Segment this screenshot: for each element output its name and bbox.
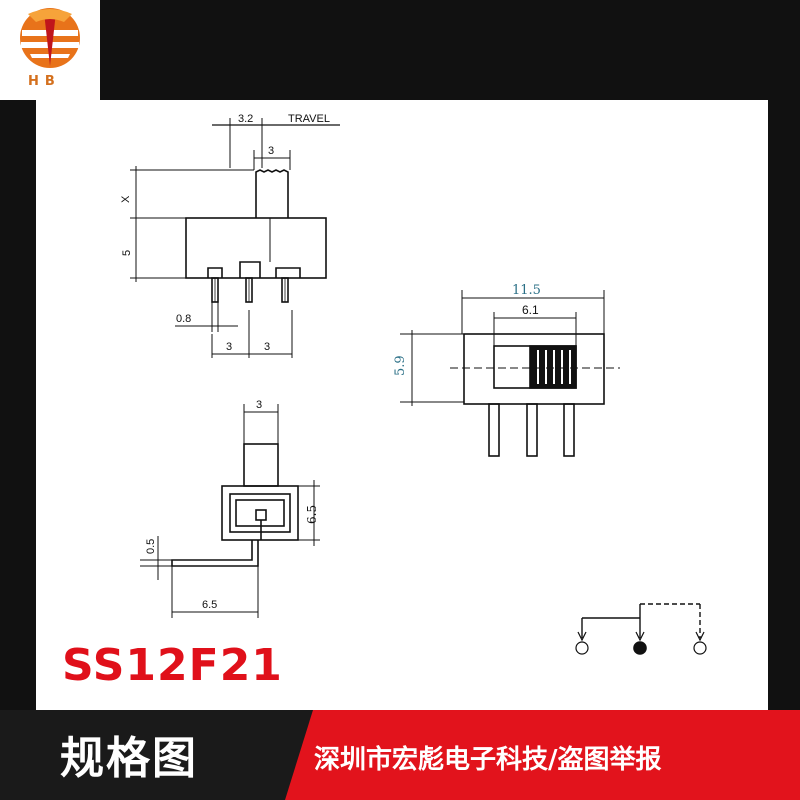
- drawing-canvas: 3.2 TRAVEL 3 X: [36, 100, 768, 710]
- brand-logo: HB: [0, 0, 100, 100]
- end-view: 3 6.5 0.5 6.5: [140, 399, 320, 618]
- travel-label: TRAVEL: [288, 113, 330, 125]
- side-view: 3.2 TRAVEL 3 X: [120, 113, 340, 358]
- knob-height-label: X: [120, 195, 132, 203]
- hb-logo-icon: [20, 8, 80, 68]
- pin-width-label: 0.8: [176, 313, 191, 325]
- end-knob-width-label: 3: [256, 399, 262, 411]
- top-frame: [0, 0, 800, 100]
- model-number: SS12F21: [62, 640, 283, 691]
- lead-length-label: 6.5: [202, 599, 217, 611]
- lead-thickness-label: 0.5: [145, 539, 157, 554]
- body-length-label: 11.5: [512, 283, 541, 298]
- technical-drawing: 3.2 TRAVEL 3 X: [120, 113, 707, 655]
- left-frame: [0, 0, 36, 710]
- body-width-label: 5.9: [393, 355, 408, 376]
- slot-length-label: 6.1: [522, 303, 539, 317]
- top-view: 11.5 6.1 5.9: [393, 283, 620, 457]
- footer-company: 深圳市宏彪电子科技/盗图举报: [314, 745, 662, 775]
- spdt-switch-symbol-icon: [575, 603, 707, 655]
- footer-red-band: [285, 710, 800, 800]
- pitch-left-label: 3: [226, 341, 232, 353]
- end-height-label: 6.5: [305, 505, 319, 524]
- pitch-right-label: 3: [264, 341, 270, 353]
- right-frame: [768, 0, 800, 710]
- travel-value: 3.2: [238, 113, 253, 125]
- knob-width-label: 3: [268, 145, 274, 157]
- logo-text: HB: [28, 74, 61, 89]
- body-height-label: 5: [121, 250, 133, 256]
- footer-title: 规格图: [60, 733, 198, 784]
